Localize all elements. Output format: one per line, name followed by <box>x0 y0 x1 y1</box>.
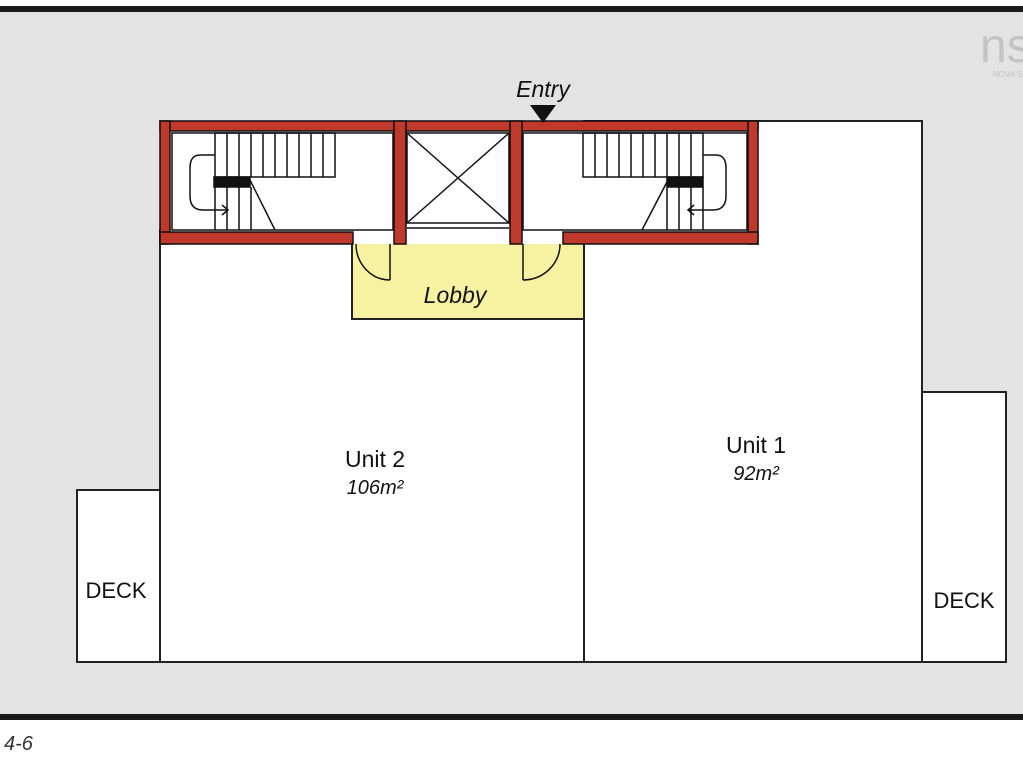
deck-left <box>76 489 161 663</box>
logo-subtext: NOVA S <box>993 70 1022 79</box>
bottom-frame-line <box>0 714 1023 720</box>
lift-shaft <box>406 132 510 229</box>
unit-2-name: Unit 2 <box>345 446 405 472</box>
deck-right <box>921 391 1007 663</box>
top-frame-line <box>0 6 1023 12</box>
logo-text: ns <box>980 20 1023 73</box>
logo-watermark: ns NOVA S <box>980 20 1023 79</box>
door-left <box>355 243 391 281</box>
entry-arrow-icon <box>530 105 556 123</box>
deck-left-label: DECK <box>85 578 146 603</box>
unit-1-area: 92m² <box>733 463 780 485</box>
unit-1-name: Unit 1 <box>726 432 786 458</box>
entry-label: Entry <box>516 76 571 102</box>
stair-right <box>582 132 727 231</box>
door-right <box>522 243 561 281</box>
lobby-label: Lobby <box>424 282 488 308</box>
stair-left <box>189 132 336 231</box>
deck-right-label: DECK <box>933 588 994 613</box>
core-walls <box>159 120 759 245</box>
page-number-label: 4-6 <box>4 733 33 755</box>
unit-2-area: 106m² <box>347 477 405 499</box>
